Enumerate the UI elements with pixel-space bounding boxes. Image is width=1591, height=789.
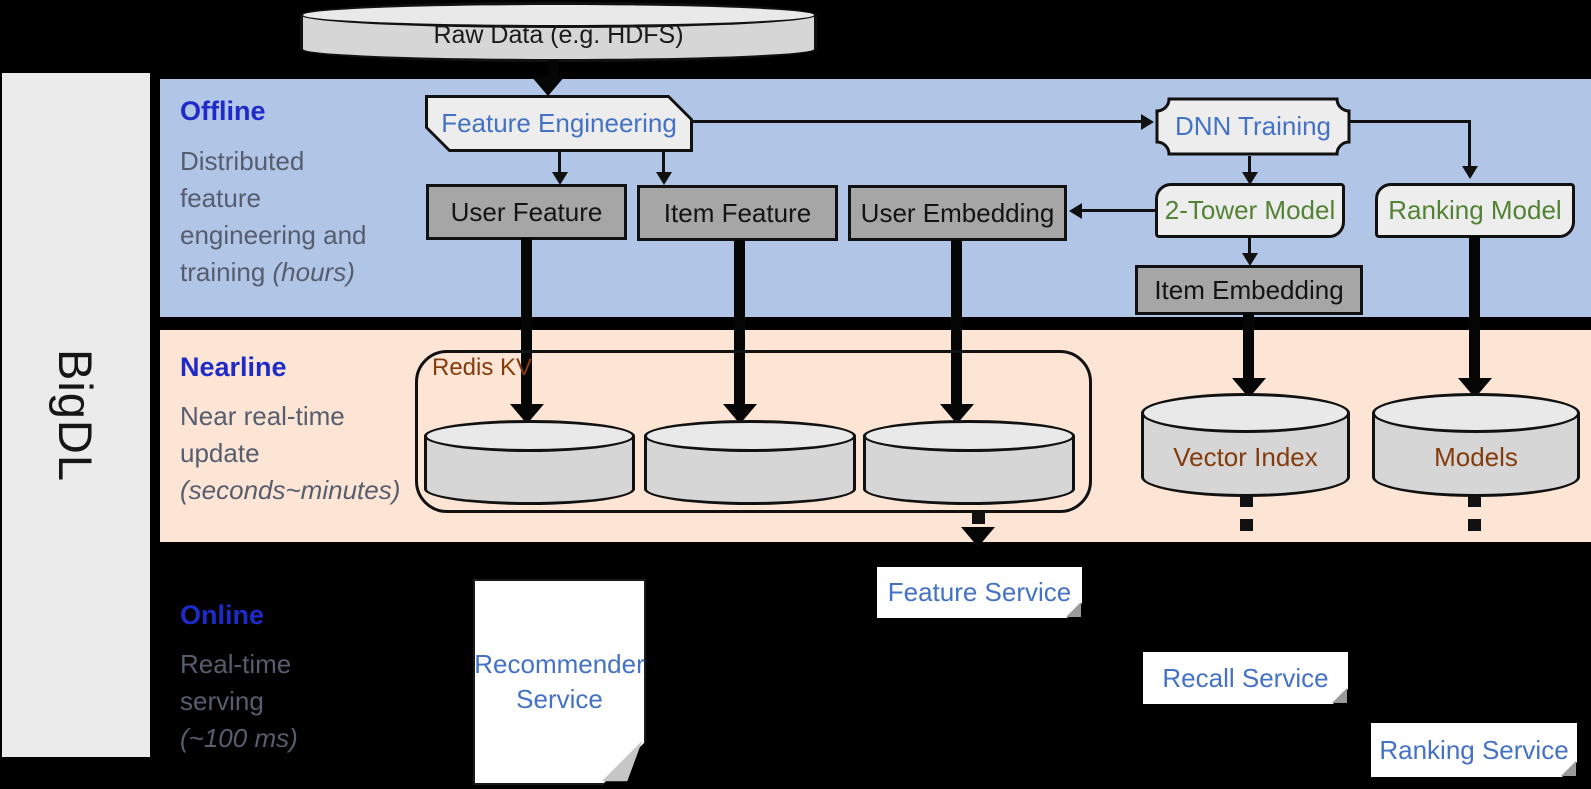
redis-kv-label: Redis KV <box>432 354 533 381</box>
nearline-desc-italic: (seconds~minutes) <box>180 474 401 505</box>
cylinder-top <box>1372 393 1580 433</box>
dash-models-1 <box>1468 495 1481 507</box>
line-dnn-to-ranking-v <box>1468 120 1471 168</box>
node-recall-service: Recall Service <box>1143 652 1348 704</box>
dash-redis-to-featureservice <box>972 512 985 524</box>
node-ranking-service: Ranking Service <box>1371 723 1577 777</box>
dash-models-2 <box>1468 519 1481 531</box>
cylinder-top <box>300 2 817 28</box>
raw-data-store: Raw Data (e.g. HDFS) <box>300 2 817 62</box>
cylinder-top <box>863 420 1075 452</box>
plaque-shape <box>1155 97 1351 156</box>
nearline-label: Nearline <box>180 352 287 382</box>
node-dnn-training: DNN Training <box>1155 97 1351 156</box>
online-description: Real-time serving (~100 ms) <box>180 646 350 757</box>
raw-data-label: Raw Data (e.g. HDFS) <box>433 20 684 49</box>
redis-store-3 <box>863 420 1075 505</box>
offline-label: Offline <box>180 96 266 126</box>
arrowhead <box>552 172 568 185</box>
arrowhead <box>531 76 565 96</box>
arrow-rawdata-to-fe <box>548 60 559 80</box>
redis-store-2 <box>644 420 856 505</box>
models-label: Models <box>1434 441 1518 472</box>
redis-store-1 <box>424 420 635 505</box>
line-dnn-to-ranking-h <box>1349 120 1471 123</box>
cylinder-top <box>644 420 856 452</box>
node-ranking-model: Ranking Model <box>1375 183 1575 238</box>
online-desc-text: Real-time serving <box>180 649 292 716</box>
node-feature-service: Feature Service <box>877 567 1082 618</box>
offline-description: Distributed feature engineering and trai… <box>180 143 395 291</box>
node-user-feature: User Feature <box>426 184 627 240</box>
cylinder-top <box>424 420 635 452</box>
models-store: Models <box>1372 393 1580 497</box>
arrowhead <box>1462 166 1478 179</box>
node-recommender-service: Recommender Service <box>473 579 646 785</box>
arrow-itemfeature-to-redis <box>734 240 745 406</box>
arrowhead <box>1242 253 1258 266</box>
arrowhead <box>940 404 974 424</box>
dash-vectorindex-2 <box>1240 519 1253 531</box>
feature-engineering-label: Feature Engineering <box>428 98 690 149</box>
nearline-desc-text: Near real-time update <box>180 401 345 468</box>
node-feature-engineering: Feature Engineering <box>425 95 693 152</box>
arrowhead <box>961 527 995 547</box>
node-user-embedding: User Embedding <box>848 185 1067 241</box>
offline-desc-text: Distributed feature engineering and trai… <box>180 146 367 287</box>
line-fe-to-dnn <box>692 120 1142 123</box>
arrow-userfeature-to-redis <box>521 238 532 406</box>
nearline-description: Near real-time update (seconds~minutes) <box>180 398 435 509</box>
node-item-feature: Item Feature <box>637 185 838 241</box>
offline-desc-italic: (hours) <box>272 256 355 287</box>
vector-index-store: Vector Index <box>1141 393 1350 497</box>
arrowhead <box>1242 172 1258 185</box>
arrow-itemembedding-to-vectorindex <box>1243 313 1254 380</box>
arrowhead <box>656 172 672 185</box>
arrowhead <box>1141 114 1154 130</box>
bigdl-logo-text: BigDL <box>49 348 103 482</box>
redis-kv-container <box>415 350 1092 513</box>
arrowhead <box>1069 203 1082 219</box>
bigdl-sidebar: BigDL <box>2 73 150 757</box>
vector-index-label: Vector Index <box>1173 441 1318 472</box>
node-two-tower-model: 2-Tower Model <box>1155 183 1345 238</box>
online-label: Online <box>180 600 265 630</box>
arrowhead <box>723 404 757 424</box>
line-twotower-to-userembedding <box>1082 209 1155 212</box>
arrowhead <box>510 404 544 424</box>
arrow-rankingmodel-to-models <box>1469 236 1480 380</box>
online-desc-italic: (~100 ms) <box>180 722 298 753</box>
line-dnn-to-twotower <box>1248 156 1251 174</box>
arrow-userembedding-to-redis <box>951 240 962 406</box>
dnn-training-label: DNN Training <box>1174 111 1332 141</box>
node-item-embedding: Item Embedding <box>1135 265 1363 315</box>
line-twotower-to-itemembedding <box>1248 238 1251 255</box>
dash-vectorindex-1 <box>1240 495 1253 507</box>
line-fe-to-userfeature <box>558 152 561 174</box>
line-fe-to-itemfeature <box>662 152 665 174</box>
cylinder-top <box>1141 393 1350 433</box>
